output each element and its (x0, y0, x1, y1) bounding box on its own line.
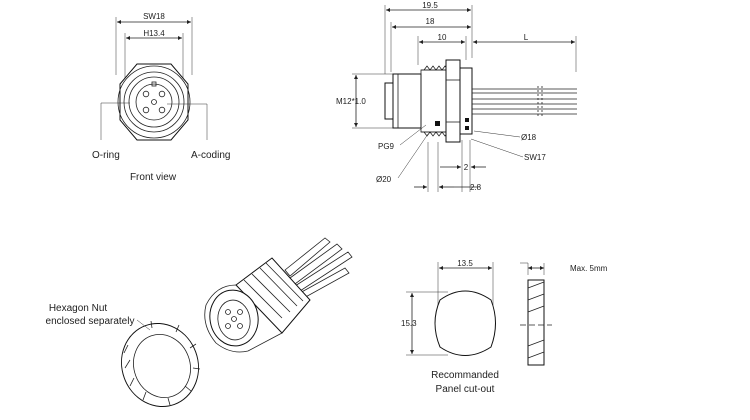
iso-connector (204, 237, 353, 353)
dim-19-5: 19.5 (422, 1, 438, 10)
pin-4 (158, 106, 166, 114)
pg9-label: PG9 (378, 142, 395, 151)
front-hexagon (119, 63, 189, 141)
front-view-caption: Front view (130, 172, 177, 183)
front-view: SW18 H13.4 O-ring A-coding Front view (92, 12, 230, 183)
sw17-label: SW17 (524, 153, 546, 162)
h13-dim: H13.4 (143, 29, 165, 38)
dim-18: 18 (426, 17, 435, 26)
panel-cutout: 13.5 15.3 Recommanded Panel cut-out Max.… (401, 259, 608, 395)
connector-body (392, 73, 422, 129)
side-cables (472, 86, 577, 117)
nut-label-2: enclosed separately (46, 316, 135, 327)
hexagon-nut (121, 320, 201, 408)
cutout-width: 13.5 (457, 259, 473, 268)
pin-5 (151, 99, 157, 105)
acoding-label: A-coding (191, 150, 230, 161)
side-nut (445, 59, 461, 143)
panel-section: Max. 5mm (520, 262, 608, 366)
oring-mark-1 (435, 121, 440, 126)
pin-1 (142, 90, 150, 98)
dim-l: L (524, 33, 529, 42)
pin-2 (158, 90, 166, 98)
dim-2: 2 (464, 163, 469, 172)
dim-10: 10 (438, 33, 447, 42)
oring-label: O-ring (92, 150, 120, 161)
side-threads (420, 65, 449, 137)
cutout-caption-1: Recommanded (431, 370, 499, 381)
max-thickness: Max. 5mm (570, 264, 608, 273)
nut-label-1: Hexagon Nut (49, 303, 108, 314)
cutout-height: 15.3 (401, 319, 417, 328)
pin-3 (142, 106, 150, 114)
iso-view: Hexagon Nut enclosed separately (46, 237, 353, 408)
cutout-shape (434, 290, 496, 356)
front-outer-ring (117, 65, 191, 139)
cutout-caption-2: Panel cut-out (436, 384, 495, 395)
d20-label: Ø20 (376, 175, 392, 184)
dim-m12: M12*1.0 (336, 97, 366, 106)
sw18-dim: SW18 (143, 12, 165, 21)
side-view: 19.5 18 10 L M12*1.0 (336, 1, 577, 192)
dim-2-8: 2.8 (470, 183, 482, 192)
d18-label: Ø18 (521, 133, 537, 142)
rear-body (459, 67, 473, 135)
front-collar (384, 82, 394, 120)
